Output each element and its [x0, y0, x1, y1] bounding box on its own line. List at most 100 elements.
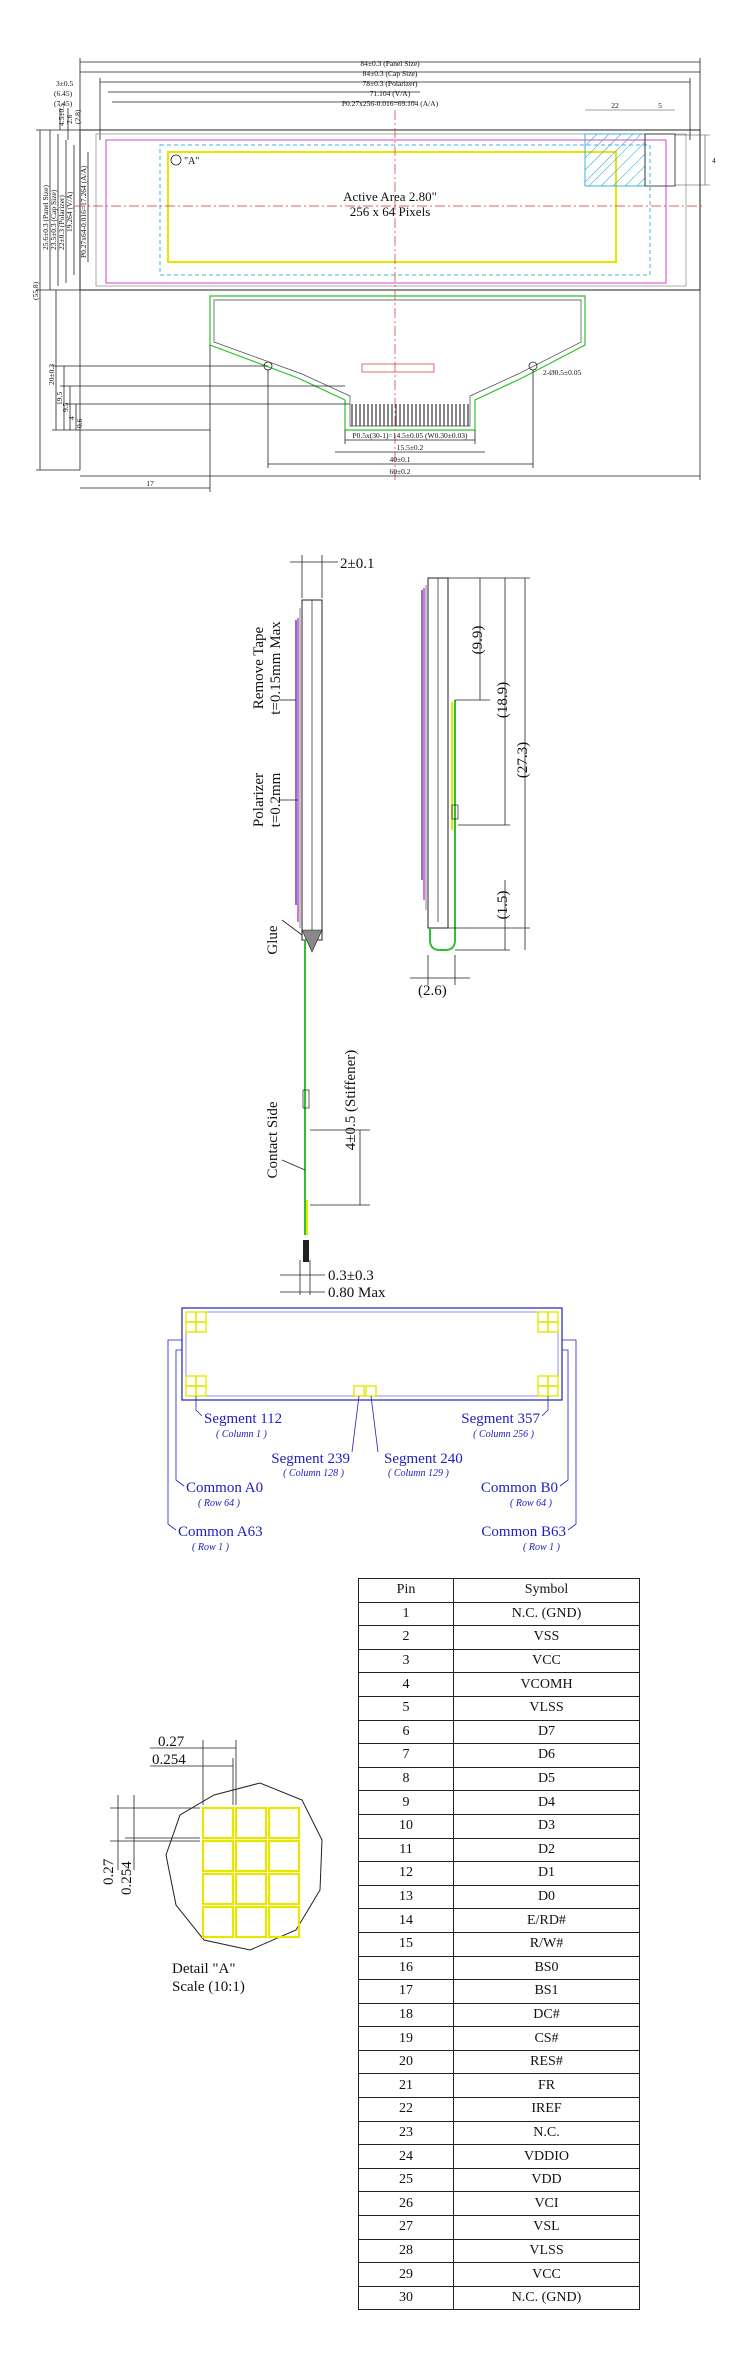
detail-a-marker-icon [170, 154, 182, 166]
seg-112-label: Segment 112 [204, 1411, 282, 1427]
pin-number: 15 [358, 1931, 454, 1957]
pin-symbol: E/RD# [453, 1908, 640, 1933]
bend-dim-9-9: (9.9) [470, 626, 486, 655]
seg-357-label: Segment 357 [461, 1411, 540, 1427]
seg-112-col: ( Column 1 ) [216, 1429, 268, 1440]
thickness-label: 2±0.1 [340, 556, 374, 572]
dim-side-cap: 23.5±0.3 (Cap Size) [49, 189, 58, 250]
com-b0-row: ( Row 64 ) [510, 1498, 553, 1509]
dim-7-45: (7.45) [54, 99, 73, 108]
polarizer-outline [105, 139, 667, 284]
dim-17: 17 [146, 479, 154, 488]
seg-240-col: ( Column 129 ) [388, 1468, 450, 1479]
dim-panel-size: 84±0.3 (Panel Size) [360, 59, 420, 68]
pin-symbol: D6 [453, 1743, 640, 1768]
marker-a-label: "A" [184, 156, 199, 167]
pin-number: 3 [358, 1648, 454, 1674]
detail-pixel-grid [201, 1806, 301, 1939]
pin-symbol: VSS [453, 1625, 640, 1650]
com-a0-row: ( Row 64 ) [198, 1498, 241, 1509]
dim-2-8: (2.8) [73, 109, 82, 124]
dim-5: 5 [658, 101, 662, 110]
pin-number: 21 [358, 2073, 454, 2099]
pin-number: 2 [358, 1625, 454, 1650]
max-thickness-label: 0.80 Max [328, 1285, 386, 1301]
right-tab-outline [644, 133, 676, 187]
detail-title: Detail "A" [172, 1961, 235, 1977]
pin-number: 28 [358, 2238, 454, 2264]
pin-number: 14 [358, 1908, 454, 1933]
pin-number: 17 [358, 1979, 454, 2004]
pin-number: 10 [358, 1813, 454, 1839]
contact-side-label: Contact Side [265, 1101, 281, 1178]
dim-3: 3±0.5 [56, 79, 73, 88]
seg-357-col: ( Column 256 ) [473, 1429, 535, 1440]
pin-number: 27 [358, 2215, 454, 2240]
pin-symbol: N.C. (GND) [453, 2285, 640, 2311]
pin-number: 8 [358, 1766, 454, 1792]
polarizer-label: Polarizer [251, 773, 267, 827]
dim-4-lower: 4 [67, 416, 76, 420]
side-view-bent: (9.9) (18.9) (27.3) (1.5) (2.6) [410, 577, 531, 999]
pin-symbol: VLSS [453, 1695, 640, 1721]
pixel-map: Segment 112 ( Column 1 ) Segment 357 ( C… [167, 1307, 577, 1553]
pin-number: 24 [358, 2144, 454, 2169]
hole-label: 2-Ø0.5±0.05 [543, 368, 582, 377]
dim-polarizer: 78±0.3 (Polarizer) [363, 79, 418, 88]
pin-symbol: VSL [453, 2215, 640, 2240]
hatch-pattern [584, 133, 646, 187]
fpc-inner-outline [213, 299, 582, 427]
detail-scale: Scale (10:1) [172, 1979, 245, 1995]
fpc-pitch: P0.5x(30-1)=14.5±0.05 (W0.30±0.03) [353, 431, 468, 440]
pin-symbol: VCI [453, 2191, 640, 2217]
stiffener-mark [361, 363, 435, 373]
panel-outline [79, 129, 701, 291]
dim-0-6: 0.6 [75, 418, 84, 428]
pin-symbol: VCOMH [453, 1672, 640, 1697]
pin-table-header: Pin Symbol [358, 1578, 640, 1603]
active-area-pixels: 256 x 64 Pixels [350, 204, 431, 219]
pin-symbol: N.C. (GND) [453, 1601, 640, 1627]
viewing-area-outline [159, 144, 651, 276]
com-b63-label: Common B63 [481, 1524, 566, 1540]
active-area-title: Active Area 2.80" [343, 189, 437, 204]
polarizer-thickness: t=0.2mm [268, 772, 284, 827]
pin-number: 19 [358, 2026, 454, 2051]
dim-side-panel: 25.6±0.3 (Panel Size) [41, 185, 50, 250]
cap-outline [95, 133, 687, 287]
dim-22: 22 [611, 101, 619, 110]
pin-number: 5 [358, 1695, 454, 1721]
pin-symbol: IREF [453, 2097, 640, 2122]
dim-aa: P0.27x256-0.016=69.104 (A/A) [342, 99, 439, 108]
dim-15-5: 15.5±0.2 [397, 443, 424, 452]
bend-width: (2.6) [418, 983, 447, 999]
pin-number: 7 [358, 1743, 454, 1768]
pin-number: 12 [358, 1861, 454, 1886]
pin-number: 30 [358, 2285, 454, 2311]
pin-symbol: D1 [453, 1861, 640, 1886]
pin-number: 16 [358, 1955, 454, 1981]
pin-symbol: FR [453, 2073, 640, 2099]
fpc-thickness-label: 0.3±0.3 [328, 1268, 374, 1284]
symbol-header: Symbol [453, 1578, 640, 1603]
pin-symbol: VDD [453, 2167, 640, 2193]
stiffener-label: 4±0.5 (Stiffener) [343, 1050, 359, 1150]
